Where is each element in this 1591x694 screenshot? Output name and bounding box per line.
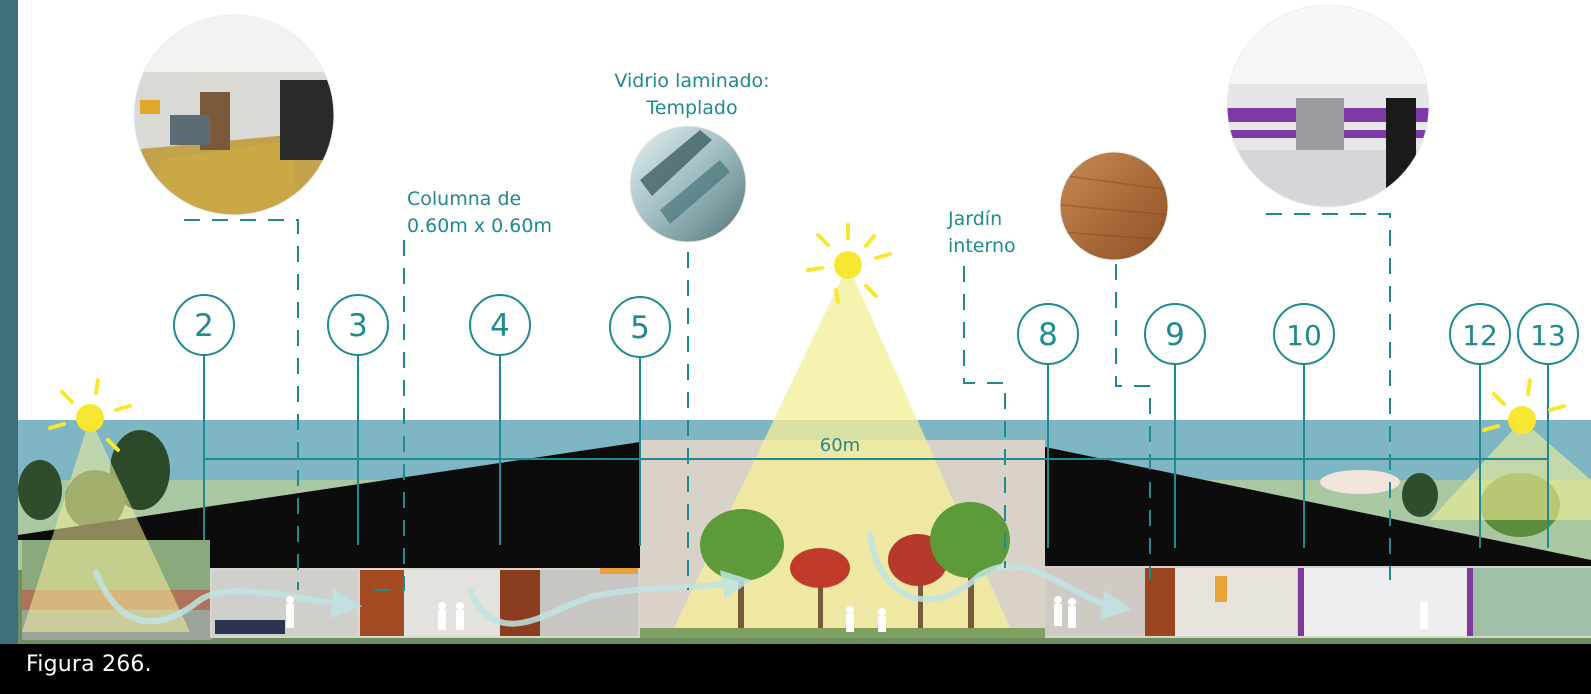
garden-callout: Jardín interno bbox=[948, 206, 1016, 260]
section-markers: 2 3 4 5 8 9 10 12 13 bbox=[173, 294, 1579, 548]
section-marker-circle bbox=[1017, 303, 1079, 365]
section-marker-circle bbox=[173, 294, 235, 356]
section-marker-label: 4 bbox=[490, 308, 510, 344]
section-marker-2: 2 bbox=[173, 294, 235, 540]
section-marker-10: 10 bbox=[1273, 303, 1335, 548]
section-marker-label: 9 bbox=[1165, 317, 1185, 353]
section-marker-9: 9 bbox=[1144, 303, 1206, 548]
section-marker-label: 5 bbox=[630, 310, 650, 346]
courtyard-trees bbox=[640, 502, 1045, 638]
section-marker-circle bbox=[1449, 303, 1511, 365]
bubble-outlines bbox=[133, 4, 1430, 261]
sun-right bbox=[1482, 378, 1566, 434]
column-callout-line1: Columna de bbox=[407, 188, 522, 210]
people-silhouettes bbox=[286, 596, 1428, 632]
side-accent-strip bbox=[0, 0, 18, 644]
column-callout: Columna de 0.60m x 0.60m bbox=[407, 186, 552, 240]
section-marker-4: 4 bbox=[469, 294, 531, 545]
detail-bubble-purple-interior bbox=[1227, 5, 1429, 207]
section-marker-label: 2 bbox=[194, 308, 214, 344]
airflow-arrows bbox=[93, 532, 1132, 627]
left-roof bbox=[18, 442, 640, 568]
sun-left bbox=[48, 378, 132, 452]
column-callout-line2: 0.60m x 0.60m bbox=[407, 215, 552, 237]
glass-callout-line1: Vidrio laminado: bbox=[614, 70, 770, 92]
figure-caption: Figura 266. bbox=[26, 652, 152, 677]
right-roof bbox=[1045, 447, 1591, 566]
section-marker-circle bbox=[1517, 303, 1579, 365]
section-marker-5: 5 bbox=[609, 296, 671, 546]
section-marker-circle bbox=[609, 296, 671, 358]
garden-callout-line2: interno bbox=[948, 235, 1016, 257]
dimension-label: 60m bbox=[820, 435, 860, 456]
caption-bar bbox=[0, 644, 1591, 694]
section-marker-13: 13 bbox=[1517, 303, 1579, 548]
section-marker-label: 13 bbox=[1530, 319, 1566, 352]
section-marker-8: 8 bbox=[1017, 303, 1079, 548]
section-marker-circle bbox=[1144, 303, 1206, 365]
right-light-cone bbox=[1430, 420, 1591, 520]
section-marker-label: 10 bbox=[1286, 319, 1322, 352]
section-marker-label: 3 bbox=[348, 308, 368, 344]
glass-callout-line2: Templado bbox=[646, 97, 738, 119]
detail-bubble-wood bbox=[1060, 152, 1168, 260]
section-marker-label: 12 bbox=[1462, 319, 1498, 352]
section-marker-12: 12 bbox=[1449, 303, 1511, 548]
glass-callout: Vidrio laminado: Templado bbox=[604, 68, 780, 122]
section-marker-circle bbox=[469, 294, 531, 356]
right-interior-rooms bbox=[1045, 566, 1591, 638]
section-marker-label: 8 bbox=[1038, 317, 1058, 353]
left-light-cone bbox=[22, 418, 190, 632]
section-marker-circle bbox=[1273, 303, 1335, 365]
callout-leaders bbox=[184, 213, 1391, 591]
section-marker-3: 3 bbox=[327, 294, 389, 545]
sun-center bbox=[806, 223, 892, 304]
detail-bubble-glass bbox=[630, 126, 746, 242]
garden-callout-line1: Jardín bbox=[948, 208, 1003, 230]
section-marker-circle bbox=[327, 294, 389, 356]
detail-bubble-corridor bbox=[134, 15, 334, 215]
